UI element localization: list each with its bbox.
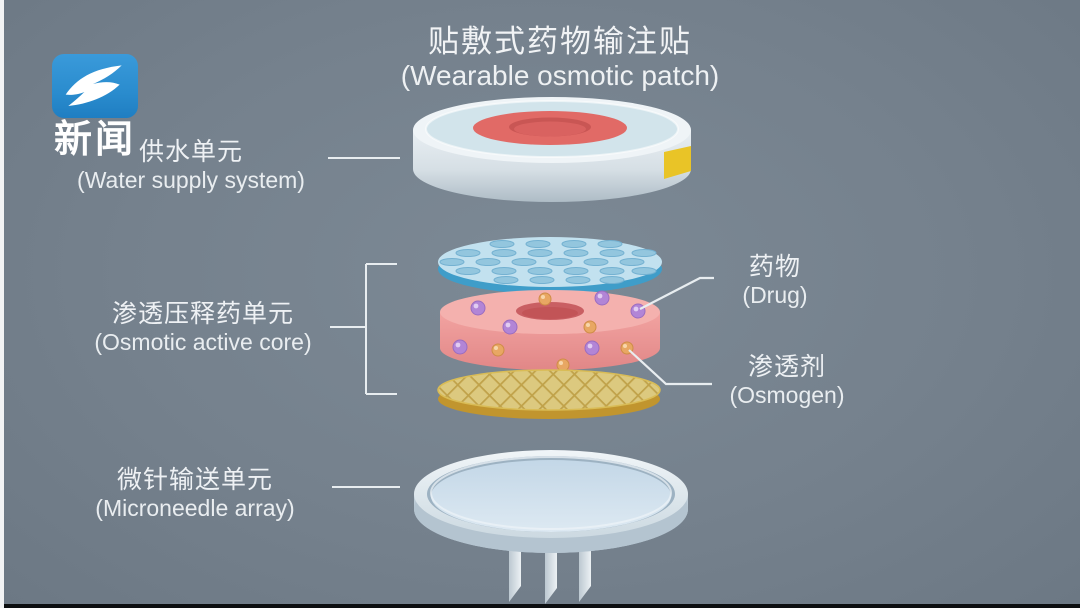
label-microneedle: 微针输送单元 (Microneedle array) [70, 466, 320, 522]
label-osmogen: 渗透剂 (Osmogen) [712, 353, 862, 409]
membrane-pores [439, 240, 657, 284]
osmogen-layer-disc [437, 369, 661, 419]
connector-osmogen [628, 349, 712, 386]
label-osmotic-core-en: (Osmotic active core) [94, 329, 312, 355]
label-osmogen-zh: 渗透剂 [747, 353, 826, 381]
connector-drug [639, 276, 714, 310]
microneedle-base-disc [414, 450, 688, 553]
label-osmogen-en: (Osmogen) [729, 382, 845, 408]
label-microneedle-zh: 微针输送单元 [116, 466, 273, 494]
label-water-supply-zh: 供水单元 [138, 138, 243, 166]
bracket-osmotic-core [330, 263, 397, 395]
label-osmotic-core: 渗透压释药单元 (Osmotic active core) [78, 300, 328, 356]
bottom-edge-strip [0, 604, 1080, 608]
porous-membrane-disc [438, 237, 662, 294]
label-drug-en: (Drug) [742, 282, 808, 308]
drug-particles [452, 290, 646, 356]
water-supply-disc [413, 97, 691, 202]
diagram-title: 贴敷式药物输注贴 (Wearable osmotic patch) [280, 24, 840, 92]
label-drug-zh: 药物 [748, 253, 801, 281]
label-drug: 药物 (Drug) [705, 253, 845, 309]
microneedles [509, 540, 591, 604]
drug-layer-disc [440, 290, 660, 372]
z-logo-icon [52, 54, 138, 118]
station-logo: 新闻 [45, 54, 145, 160]
title-en: (Wearable osmotic patch) [400, 60, 720, 91]
left-edge-strip [0, 0, 4, 608]
label-microneedle-en: (Microneedle array) [95, 495, 295, 521]
side-tab-yellow [664, 146, 691, 179]
label-water-supply-en: (Water supply system) [77, 167, 305, 193]
station-logo-caption: 新闻 [53, 119, 136, 161]
label-osmotic-core-zh: 渗透压释药单元 [111, 300, 294, 328]
title-zh: 贴敷式药物输注贴 [428, 24, 692, 59]
label-water-supply: 供水单元 (Water supply system) [66, 138, 316, 194]
